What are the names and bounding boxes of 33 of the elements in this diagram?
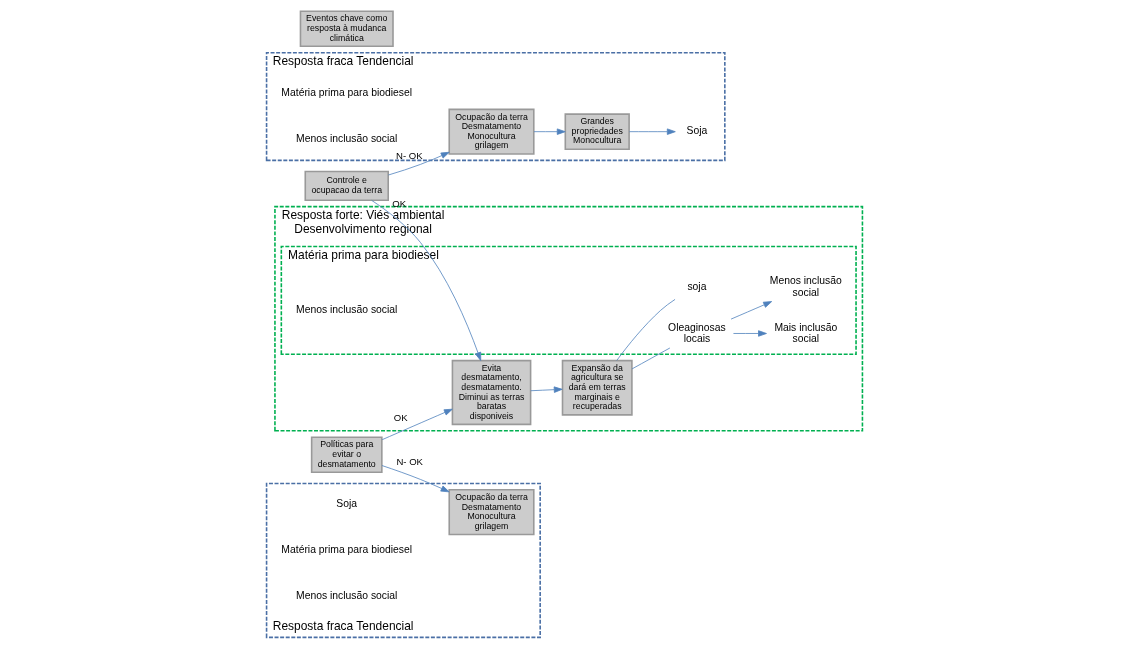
arrow: [730, 301, 773, 320]
label: Menos inclusão social: [296, 590, 398, 602]
node-text: Soja: [686, 125, 708, 137]
connector: [616, 299, 676, 361]
node-text: Mais inclusão social: [774, 321, 838, 344]
arrow: [628, 128, 676, 135]
label: Matéria prima para biodiesel: [281, 544, 413, 556]
arrow: [733, 330, 767, 337]
node-box: Controle e ocupacao da terra: [304, 170, 390, 202]
node-box: Grandes propriedades Monocultura: [564, 113, 630, 150]
edge-label: N- OK: [396, 455, 423, 467]
label: Menos inclusão social: [296, 304, 398, 316]
node-text: Oleaginosas locais: [668, 321, 726, 344]
edge-label: OK: [393, 412, 408, 424]
arrow: [388, 151, 450, 176]
node-box: Expansão da agricultura se dará em terras marginais e recuperadas: [561, 359, 633, 416]
node-text: soja: [687, 280, 707, 292]
arrow: [530, 386, 563, 393]
node-box: Ocupacão da terra Desmatamento Monocultura grilagem: [448, 108, 535, 155]
node-box: Políticas para evitar o desmatamento: [310, 436, 383, 474]
node-text: Soja: [336, 497, 358, 509]
node-box: Eventos chave como resposta à mudanca climática: [299, 10, 394, 48]
arrow: [371, 199, 482, 361]
edge-label: N- OK: [395, 149, 423, 161]
node-box: Ocupacão da terra Desmatamento Monocultura grilagem: [448, 489, 535, 536]
arrow: [381, 465, 450, 493]
node-text: Menos inclusão social: [769, 275, 842, 298]
connector: [631, 347, 671, 370]
arrow: [381, 408, 453, 441]
node-box: Evita desmatamento, desmatamento. Diminui as terras baratas disponiveis: [451, 359, 532, 426]
label: Menos inclusão social: [296, 133, 398, 145]
arrow: [533, 128, 566, 135]
label: Matéria prima para biodiesel: [281, 87, 413, 99]
